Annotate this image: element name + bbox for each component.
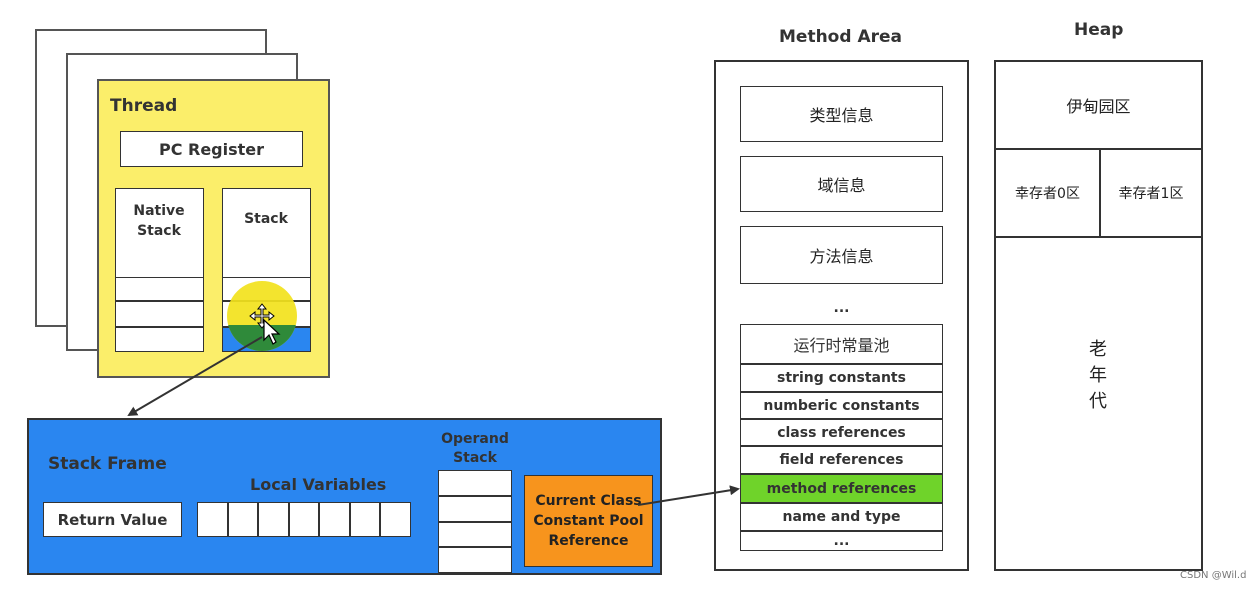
operand-stack-slot xyxy=(438,470,512,496)
pool-ref-to-method-ref-arrow xyxy=(637,485,740,506)
stack-frame-title: Stack Frame xyxy=(48,454,167,474)
native-stack-slot xyxy=(115,277,204,301)
survivor-0: 幸存者0区 xyxy=(994,148,1101,238)
operand-stack-slot xyxy=(438,547,512,573)
pool-item: numberic constants xyxy=(740,392,943,419)
pool-item-method-references: method references xyxy=(740,474,943,503)
method-area-title: Method Area xyxy=(779,27,902,47)
local-variables-label: Local Variables xyxy=(250,475,387,494)
method-area-ellipsis: ... xyxy=(833,300,850,316)
thread-box: Thread PC Register Native Stack Stack xyxy=(97,79,330,378)
pool-item: field references xyxy=(740,446,943,474)
return-value: Return Value xyxy=(43,502,182,537)
local-variable-slot xyxy=(380,502,412,537)
operand-stack-slot xyxy=(438,495,512,522)
operand-stack xyxy=(438,470,512,573)
pointer-cursor-icon xyxy=(263,318,281,345)
local-variable-slot xyxy=(197,502,228,537)
native-stack-slot xyxy=(115,301,204,327)
survivor-1: 幸存者1区 xyxy=(1099,148,1203,238)
local-variable-slot xyxy=(319,502,350,537)
pool-header: 运行时常量池 xyxy=(740,324,943,364)
local-variable-slot xyxy=(349,502,381,537)
stack-frame: Stack Frame Return Value Local Variables… xyxy=(27,418,662,575)
stack-to-frame-arrow xyxy=(127,336,263,417)
local-variable-slot xyxy=(227,502,259,537)
type-info: 类型信息 xyxy=(740,86,943,142)
watermark: CSDN @Wil.d xyxy=(1180,570,1247,581)
pc-register: PC Register xyxy=(120,131,303,167)
constant-pool-reference: Current Class Constant Pool Reference xyxy=(524,475,653,567)
local-variable-slot xyxy=(258,502,289,537)
operand-stack-slot xyxy=(438,521,512,548)
native-stack-label: Native Stack xyxy=(133,203,185,239)
local-variable-slot xyxy=(288,502,320,537)
cursor-highlight xyxy=(227,281,297,351)
old-generation: 老 年 代 xyxy=(1089,339,1107,412)
local-variables xyxy=(197,502,412,537)
method-info: 方法信息 xyxy=(740,226,943,284)
pool-item: name and type xyxy=(740,503,943,531)
thread-title: Thread xyxy=(110,96,178,116)
pool-item: class references xyxy=(740,419,943,446)
operand-stack-label: Operand Stack xyxy=(441,431,509,466)
pool-item-ellipsis: ... xyxy=(740,531,943,551)
heap-title: Heap xyxy=(1074,20,1124,40)
move-cursor-icon xyxy=(249,303,275,329)
runtime-constant-pool: 运行时常量池 string constants numberic constan… xyxy=(740,324,943,551)
native-stack-slot xyxy=(115,327,204,352)
field-info: 域信息 xyxy=(740,156,943,212)
pool-item: string constants xyxy=(740,364,943,392)
java-stack-label: Stack xyxy=(244,211,288,227)
